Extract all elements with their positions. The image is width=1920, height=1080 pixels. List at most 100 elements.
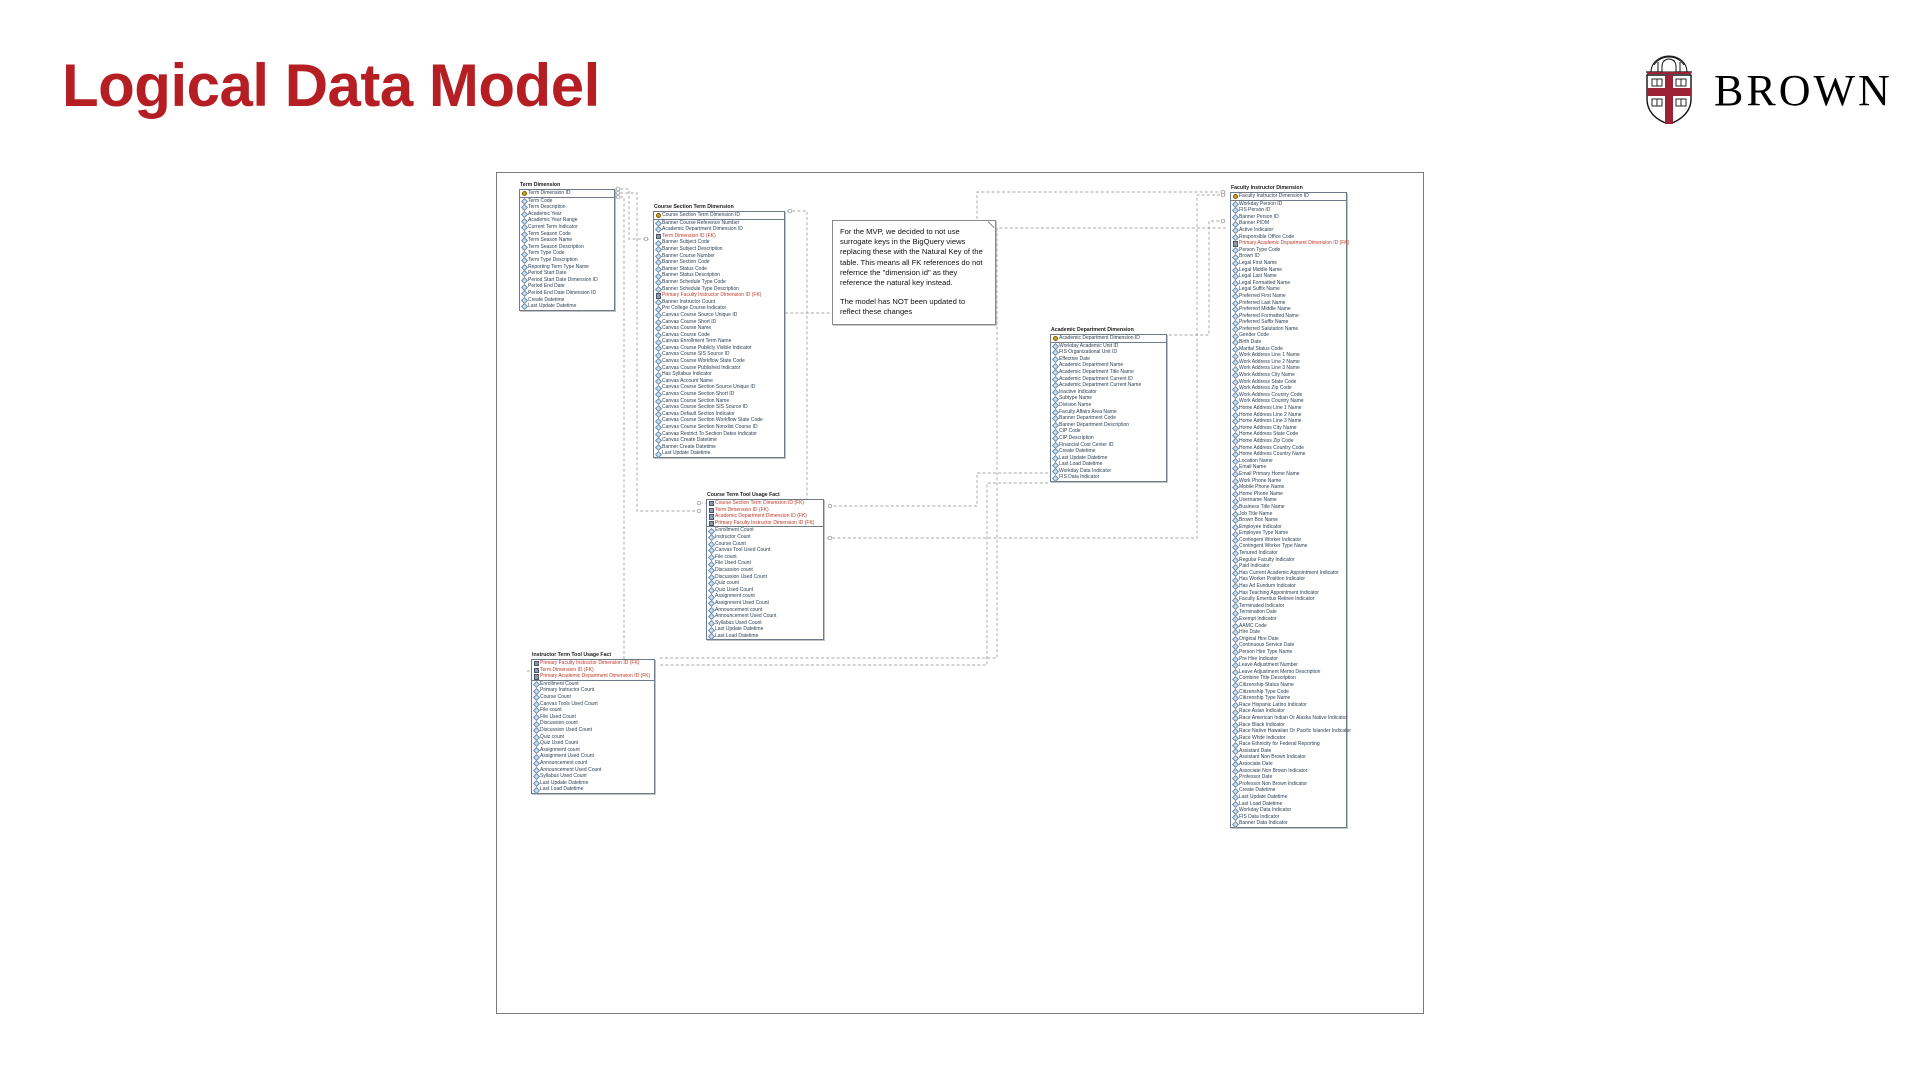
attribute-icon bbox=[656, 425, 661, 430]
attribute-icon bbox=[709, 535, 714, 540]
attribute-icon bbox=[1233, 808, 1238, 813]
attribute-icon bbox=[522, 238, 527, 243]
attribute-icon bbox=[709, 548, 714, 553]
attribute-label: Primary Faculty Instructor Dimension ID … bbox=[662, 292, 762, 299]
attribute-label: Primary Academic Department Dimension ID… bbox=[540, 673, 651, 680]
attribute-row: File Used Count bbox=[707, 560, 823, 567]
attribute-icon bbox=[656, 379, 661, 384]
attribute-row: Terminated Indicator bbox=[1231, 603, 1346, 610]
attribute-label: Citizenship Type Code bbox=[1239, 688, 1289, 695]
attribute-label: Banner Course Number bbox=[662, 252, 715, 259]
attribute-row: Location Name bbox=[1231, 458, 1346, 465]
attribute-row: File count bbox=[532, 707, 654, 714]
attribute-row: Preferred Formatted Name bbox=[1231, 313, 1346, 320]
attribute-label: Canvas Create Datetime bbox=[662, 437, 717, 444]
attribute-label: Race Ethnicity for Federal Reporting bbox=[1239, 741, 1320, 748]
attribute-icon bbox=[522, 218, 527, 223]
attribute-icon bbox=[1233, 821, 1238, 826]
attribute-label: Brown Box Name bbox=[1239, 517, 1278, 524]
attribute-label: Legal First Name bbox=[1239, 259, 1278, 266]
attribute-row: Person Type Code bbox=[1231, 247, 1346, 254]
attribute-icon bbox=[1233, 452, 1238, 457]
attribute-row: Canvas Default Section Indicator bbox=[654, 411, 784, 418]
attribute-icon bbox=[1233, 670, 1238, 675]
attribute-icon bbox=[709, 528, 714, 533]
attribute-icon bbox=[656, 326, 661, 331]
attribute-row: Legal Last Name bbox=[1231, 273, 1346, 280]
attribute-label: Banner Status Description bbox=[662, 272, 721, 279]
attribute-row: Last Update Datetime bbox=[520, 303, 614, 310]
attribute-icon bbox=[1053, 436, 1058, 441]
attribute-row: Banner Subject Description bbox=[654, 246, 784, 253]
attribute-label: Quiz count bbox=[540, 733, 564, 740]
attribute-icon bbox=[1233, 439, 1238, 444]
attribute-label: Banner Schedule Type Code bbox=[662, 278, 726, 285]
attribute-row: Create Datetime bbox=[1051, 448, 1166, 455]
attribute-row: Workday Person ID bbox=[1231, 201, 1346, 208]
attribute-row: Canvas Account Name bbox=[654, 378, 784, 385]
attribute-label: Discussion Used Count bbox=[715, 573, 767, 580]
attribute-icon bbox=[1233, 597, 1238, 602]
attribute-label: Subtype Name bbox=[1059, 395, 1093, 402]
entity-title: Course Term Tool Usage Fact bbox=[707, 492, 780, 498]
attribute-label: Canvas Course Section Nonxlist Course ID bbox=[662, 424, 758, 430]
attribute-row: Original Hire Date bbox=[1231, 636, 1346, 643]
attribute-row: Canvas Course Workflow State Code bbox=[654, 358, 784, 365]
attribute-row: Citizenship Type Code bbox=[1231, 689, 1346, 696]
attribute-row: Has Teaching Appointment Indicator bbox=[1231, 590, 1346, 597]
attribute-row: Work Address Country Code bbox=[1231, 392, 1346, 399]
attribute-label: Home Address Country Code bbox=[1239, 444, 1305, 451]
attribute-row: Academic Department Dimension ID bbox=[654, 226, 784, 233]
attribute-row: Leave Adjustment Memo Description bbox=[1231, 669, 1346, 676]
entity-title: Course Section Term Dimension bbox=[654, 204, 734, 210]
attribute-row: Syllabus Used Count bbox=[532, 773, 654, 780]
attribute-row: Has Worker Position Indicator bbox=[1231, 576, 1346, 583]
attribute-icon bbox=[534, 695, 539, 700]
attribute-icon bbox=[656, 392, 661, 397]
attribute-label: Enrollment Count bbox=[540, 680, 579, 687]
attribute-label: Preferred Last Name bbox=[1239, 299, 1286, 306]
attribute-icon bbox=[656, 418, 661, 423]
attribute-row: Last Update Datetime bbox=[532, 780, 654, 787]
attribute-label: Workday Academic Unit ID bbox=[1059, 342, 1119, 349]
attribute-icon bbox=[1233, 419, 1238, 424]
attribute-icon bbox=[1233, 676, 1238, 681]
attribute-row: Quiz count bbox=[532, 734, 654, 741]
attribute-row: Term Season Description bbox=[520, 244, 614, 251]
attribute-label: Banner Schedule Type Description bbox=[662, 285, 739, 292]
attribute-label: Term Season Name bbox=[528, 237, 573, 244]
primary-key-row: Course Section Term Dimension ID bbox=[654, 212, 784, 219]
foreign-key-row: Term Dimension ID (FK) bbox=[532, 667, 654, 674]
attribute-icon bbox=[1053, 455, 1058, 460]
attribute-label: Discussion count bbox=[540, 720, 578, 727]
attribute-icon bbox=[1233, 221, 1238, 226]
attribute-row: Employee Indicator bbox=[1231, 524, 1346, 531]
attribute-row: Preferred Last Name bbox=[1231, 300, 1346, 307]
foreign-key-icon bbox=[533, 661, 539, 667]
attribute-row: Hire Date bbox=[1231, 629, 1346, 636]
attribute-label: Academic Department Dimension ID bbox=[1059, 335, 1140, 341]
attribute-label: Create Datetime bbox=[1059, 448, 1096, 455]
attribute-icon bbox=[1233, 426, 1238, 431]
primary-key-section: Faculty Instructor Dimension ID bbox=[1231, 193, 1346, 201]
er-diagram-canvas: For the MVP, we decided to not use surro… bbox=[496, 172, 1424, 1014]
attribute-icon bbox=[709, 614, 714, 619]
attribute-icon bbox=[1053, 350, 1058, 355]
attribute-icon bbox=[1233, 492, 1238, 497]
attribute-row: Workday Academic Unit ID bbox=[1051, 343, 1166, 350]
attribute-label: Exempt Indicator bbox=[1239, 616, 1277, 622]
attribute-icon bbox=[522, 271, 527, 276]
attribute-label: Academic Year bbox=[528, 210, 562, 217]
attribute-label: Pre Hire Indicator bbox=[1239, 655, 1278, 662]
attribute-label: Last Update Datetime bbox=[1059, 454, 1108, 461]
attribute-icon bbox=[522, 278, 527, 283]
attribute-icon bbox=[1233, 254, 1238, 259]
attribute-label: Responsible Office Code bbox=[1239, 233, 1295, 240]
